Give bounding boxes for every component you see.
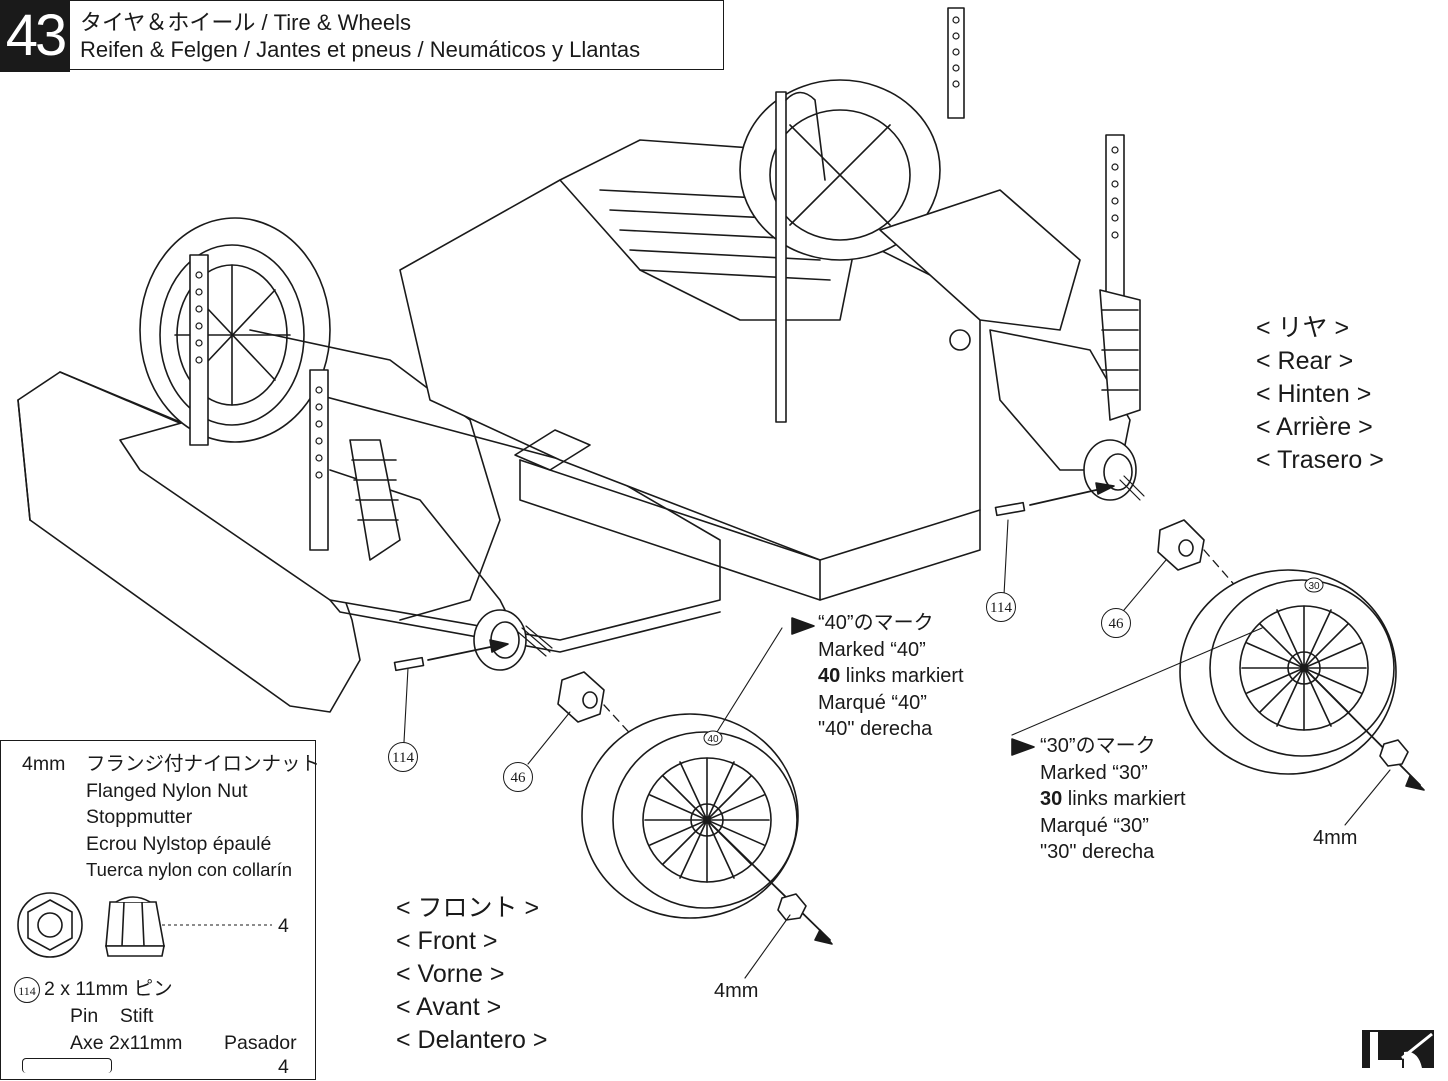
front-shock-towers bbox=[189, 254, 329, 551]
title-japanese-english: タイヤ＆ホイール / Tire & Wheels bbox=[80, 10, 412, 35]
marked-40-note: “40”のマーク Marked “40” 40 links markiert M… bbox=[818, 610, 964, 743]
front-right-wheel bbox=[581, 713, 799, 919]
pin-name-es: Pasador bbox=[224, 1032, 297, 1054]
rear-label-jp: < リヤ > bbox=[1256, 314, 1350, 342]
marked-30-note: “30”のマーク Marked “30” 30 links markiert M… bbox=[1040, 733, 1186, 866]
title-other-languages: Reifen & Felgen / Jantes et pneus / Neum… bbox=[80, 37, 641, 62]
rear-label-group: < リヤ > < Rear > < Hinten > < Arrière > <… bbox=[1256, 312, 1384, 477]
marked-40-fr: Marqué “40” bbox=[818, 691, 927, 714]
marked-40-en: Marked “40” bbox=[818, 638, 926, 661]
front-wheel-nut bbox=[706, 819, 833, 945]
front-label-fr: < Avant > bbox=[396, 993, 502, 1021]
pin-drawing bbox=[22, 1058, 112, 1073]
rear-label-fr: < Arrière > bbox=[1256, 413, 1373, 441]
marked-30-de-number: 30 bbox=[1040, 788, 1063, 810]
rear-posts bbox=[775, 7, 1125, 423]
rear-wheel-nut bbox=[1303, 667, 1425, 791]
wheel-rear-mark: 30 bbox=[1308, 581, 1320, 592]
marked-40-jp: “40”のマーク bbox=[818, 612, 934, 634]
nut-name-es: Tuerca nylon con collarín bbox=[86, 859, 293, 880]
pin-size-jp: 2 x 11mm ピン bbox=[44, 978, 173, 1000]
nut-parts-drawing bbox=[17, 892, 272, 958]
front-label-es: < Delantero > bbox=[396, 1026, 548, 1054]
marked-30-jp: “30”のマーク bbox=[1040, 735, 1156, 757]
front-label-de: < Vorne > bbox=[396, 960, 505, 988]
nut-name-jp: フランジ付ナイロンナット bbox=[86, 753, 321, 775]
rear-label-en: < Rear > bbox=[1256, 347, 1354, 375]
callout-nut-front: 46 bbox=[503, 762, 533, 792]
pin-name-en-de: Pin Stift bbox=[70, 1005, 154, 1027]
callout-nut-rear: 46 bbox=[1101, 608, 1131, 638]
rear-label-de: < Hinten > bbox=[1256, 380, 1372, 408]
marked-40-es: "40" derecha bbox=[818, 718, 933, 740]
front-label-en: < Front > bbox=[396, 927, 498, 955]
step-number: 43 bbox=[0, 0, 70, 72]
marked-30-de: 30 links markiert bbox=[1040, 786, 1186, 813]
marked-30-en: Marked “30” bbox=[1040, 761, 1148, 784]
front-axle-parts bbox=[393, 625, 605, 723]
nut-name-en: Flanged Nylon Nut bbox=[86, 780, 248, 802]
pin-number-callout: 114 bbox=[14, 977, 40, 1003]
front-label-jp: < フロント > bbox=[396, 894, 540, 922]
chassis-plate bbox=[119, 389, 721, 653]
rear-label-es: < Trasero > bbox=[1256, 446, 1384, 474]
tool-size-rear: 4mm bbox=[1313, 827, 1358, 849]
nut-quantity: 4 bbox=[278, 915, 289, 937]
front-left-wheel bbox=[139, 217, 331, 443]
nut-size: 4mm bbox=[22, 753, 66, 775]
callout-pin-rear: 114 bbox=[986, 592, 1016, 622]
marked-30-de-text: links markiert bbox=[1062, 788, 1186, 810]
hex-wrench-icon bbox=[1362, 1030, 1434, 1068]
marked-40-de-text: links markiert bbox=[840, 665, 964, 687]
marked-30-fr: Marqué “30” bbox=[1040, 814, 1149, 837]
front-suspension bbox=[249, 329, 527, 671]
marked-40-de-number: 40 bbox=[818, 665, 841, 687]
wheel-front-mark: 40 bbox=[707, 734, 719, 745]
marked-40-de: 40 links markiert bbox=[818, 663, 964, 690]
pin-quantity: 4 bbox=[278, 1056, 289, 1078]
nut-name-de: Stoppmutter bbox=[86, 806, 193, 828]
rear-axle-parts bbox=[994, 475, 1205, 571]
front-label-group: < フロント > < Front > < Vorne > < Avant > <… bbox=[396, 892, 548, 1057]
nut-name-fr: Ecrou Nylstop épaulé bbox=[86, 833, 272, 855]
tool-size-front: 4mm bbox=[714, 980, 759, 1002]
pin-name-fr: Axe 2x11mm bbox=[70, 1032, 183, 1054]
callout-pin-front: 114 bbox=[388, 742, 418, 772]
marked-30-es: "30" derecha bbox=[1040, 841, 1155, 863]
title-box bbox=[70, 0, 724, 70]
rear-right-wheel bbox=[1179, 569, 1397, 775]
